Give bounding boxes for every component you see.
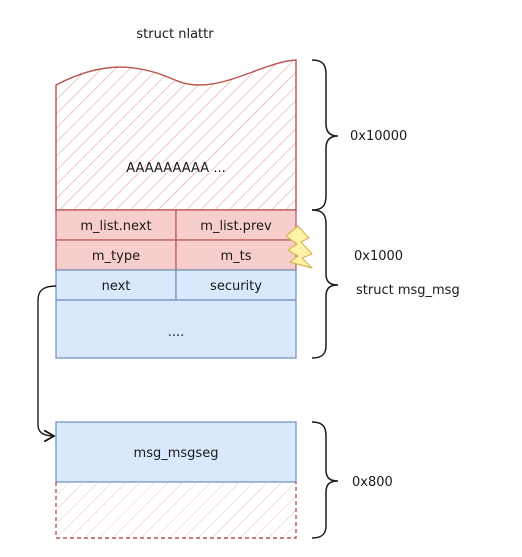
msg-msg-data-area bbox=[55, 299, 297, 359]
security-cell bbox=[175, 269, 297, 301]
nlattr-block bbox=[55, 59, 297, 211]
msg-msg-struct-label: struct msg_msg bbox=[356, 283, 460, 298]
size-msg-msg-label: 0x1000 bbox=[354, 249, 403, 264]
size-nlattr-label: 0x10000 bbox=[350, 129, 407, 144]
brace-nlattr bbox=[311, 59, 339, 211]
msg-msg-ellipsis: .... bbox=[168, 325, 185, 340]
security-label: security bbox=[210, 279, 262, 294]
m-list-next-label: m_list.next bbox=[80, 219, 151, 234]
nlattr-fill-label: AAAAAAAAA ... bbox=[126, 161, 225, 176]
m-list-prev-cell bbox=[175, 209, 297, 241]
size-segment-label: 0x800 bbox=[352, 475, 393, 490]
brace-msg-msg bbox=[311, 209, 339, 359]
next-label: next bbox=[102, 279, 131, 294]
m-ts-label: m_ts bbox=[220, 249, 251, 264]
msg-msgseg-label: msg_msgseg bbox=[134, 446, 219, 461]
brace-segment bbox=[311, 421, 339, 539]
next-pointer-arrow bbox=[37, 285, 57, 443]
diagram-title: struct nlattr bbox=[136, 27, 214, 42]
msg-msgseg-remainder bbox=[55, 482, 297, 539]
m-type-label: m_type bbox=[92, 249, 140, 264]
lightning-bolt-icon bbox=[285, 225, 313, 269]
m-list-next-cell bbox=[55, 209, 177, 241]
m-list-prev-label: m_list.prev bbox=[200, 219, 272, 234]
